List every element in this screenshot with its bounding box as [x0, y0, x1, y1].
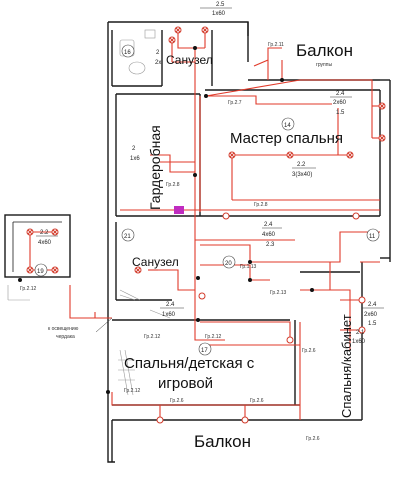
- ceiling-light-icon: [286, 151, 294, 159]
- ceiling-light-icon: [51, 266, 59, 274]
- room-name-bathroom-mid: Санузел: [132, 255, 179, 269]
- wall-light-icon: [358, 296, 366, 304]
- walls: [4, 21, 391, 463]
- room-name-kids-line2: игровой: [158, 375, 213, 392]
- ceiling-light-icon: [134, 266, 142, 274]
- conduit-marker: [174, 206, 184, 214]
- group-label: Гр.2.13: [270, 290, 287, 296]
- ceiling-light-icon: [26, 228, 34, 236]
- switch-icon: [193, 46, 197, 50]
- room-numbers: [34, 44, 380, 356]
- group-label: Гр.2.12: [124, 388, 141, 394]
- wall-light-icon: [378, 102, 386, 110]
- attic-note: чердака: [56, 334, 75, 340]
- ceiling-light-icon: [168, 36, 176, 44]
- group-label: Гр.2.7: [228, 100, 242, 106]
- switch-icon: [196, 276, 200, 280]
- room-name-master-bedroom: Мастер спальня: [230, 130, 343, 147]
- fixture-label: 2.4: [166, 302, 175, 308]
- fixture-label: 2.5: [216, 2, 225, 8]
- switch-icon: [18, 278, 22, 282]
- room-number: 16: [124, 50, 131, 56]
- fixture-label: 1x60: [162, 312, 176, 318]
- fixture-label: 2.4: [336, 91, 345, 97]
- ceiling-light-icon: [201, 26, 209, 34]
- switch-icon: [196, 318, 200, 322]
- group-label: Гр.1.13: [240, 264, 257, 270]
- hatching: [7, 29, 171, 396]
- wall-light-icon: [352, 212, 360, 220]
- room-name-bathroom-top: Санузел: [166, 53, 213, 67]
- wall-light-icon: [222, 212, 230, 220]
- fixture-label: 2x60: [364, 312, 378, 318]
- wiring: [29, 30, 382, 420]
- ceiling-light-icon: [174, 26, 182, 34]
- fixture-label: 1x60: [352, 339, 366, 345]
- fixture-label: 4x60: [262, 232, 276, 238]
- switch-icon: [248, 278, 252, 282]
- wall-light-icon: [241, 416, 249, 424]
- group-label: Гр.2.12: [205, 334, 222, 340]
- room-number: 20: [225, 261, 232, 267]
- fixture-label: 1.5: [368, 321, 377, 327]
- group-label: Гр.2.12: [144, 334, 161, 340]
- balcony-group-note: группы: [316, 62, 332, 68]
- room-number: 14: [284, 123, 291, 129]
- fixture-label: 2.1: [356, 330, 365, 336]
- switch-icon: [204, 94, 208, 98]
- fixtures: [26, 26, 386, 424]
- ceiling-light-icon: [51, 228, 59, 236]
- group-label: Гр.2.6: [302, 348, 316, 354]
- wall-light-icon: [358, 326, 366, 334]
- switch-icon: [280, 78, 284, 82]
- switch-icon: [248, 260, 252, 264]
- ceiling-light-icon: [228, 151, 236, 159]
- fixture-label: 1x6: [130, 156, 140, 162]
- group-label: Гр.2.12: [20, 286, 37, 292]
- attic-note: к освещению: [48, 326, 79, 332]
- room-name-kids-line1: Спальня/детская с: [124, 355, 255, 372]
- fixture-label: 3(3x40): [292, 172, 312, 178]
- room-name-balcony-bottom: Балкон: [194, 432, 251, 451]
- group-label: Гр.2.6: [250, 398, 264, 404]
- fixture-label: 2.4: [264, 222, 273, 228]
- switch-icon: [193, 173, 197, 177]
- fixture-label: 1x60: [212, 11, 226, 17]
- wall-light-icon: [378, 134, 386, 142]
- group-label: Гр.2.6: [170, 398, 184, 404]
- ceiling-light-icon: [346, 151, 354, 159]
- switch-icon: [310, 288, 314, 292]
- wall-light-icon: [156, 416, 164, 424]
- fixture-label: 2x: [155, 60, 161, 66]
- room-number: 21: [124, 234, 131, 240]
- fixture-label: 2.3: [266, 242, 275, 248]
- group-label: Гр.2.8: [166, 182, 180, 188]
- fixture-label: 2.4: [368, 302, 377, 308]
- room-name-wardrobe: Гардеробная: [147, 125, 163, 210]
- room-number: 19: [37, 269, 44, 275]
- fixture-label: 2.2: [40, 230, 49, 236]
- room-name-balcony-top: Балкон: [296, 41, 353, 60]
- fixture-label: 2: [156, 50, 160, 56]
- wall-light-icon: [198, 292, 206, 300]
- room-number: 11: [369, 234, 376, 240]
- room-name-bedroom-office: Спальня/кабинет: [339, 314, 354, 418]
- switch-icon: [106, 390, 110, 394]
- wall-light-icon: [286, 336, 294, 344]
- fixture-label: 2.2: [297, 162, 306, 168]
- switches: [18, 46, 314, 394]
- fixture-label: 2: [132, 146, 136, 152]
- group-label: Гр.2.8: [254, 202, 268, 208]
- fixture-label: 2x60: [333, 100, 347, 106]
- group-label: Гр.2.11: [268, 42, 284, 48]
- fixture-label: 4x60: [38, 240, 52, 246]
- group-label: Гр.2.6: [306, 436, 320, 442]
- ceiling-light-icon: [26, 266, 34, 274]
- room-number: 17: [201, 348, 208, 354]
- fixture-label: 1.5: [336, 110, 345, 116]
